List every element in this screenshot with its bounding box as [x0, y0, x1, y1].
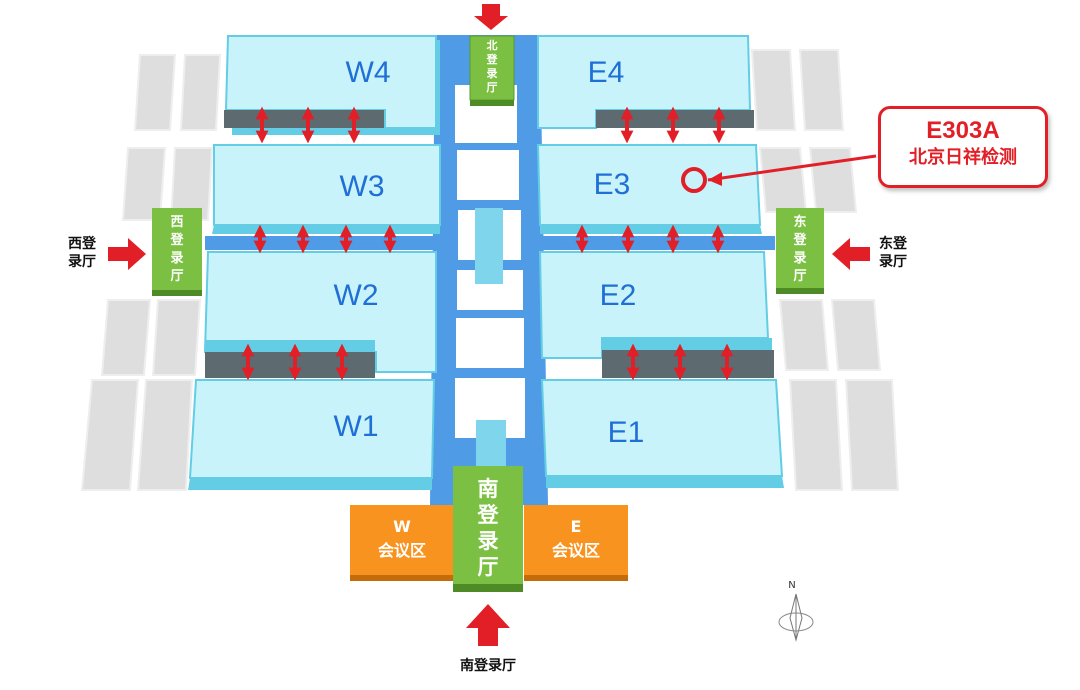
west-lobby-char-3: 录: [170, 251, 183, 266]
hall-e3-label: E3: [594, 168, 631, 201]
east-lobby-char-4: 厅: [793, 269, 806, 284]
north-lobby-char-2: 登: [486, 52, 499, 66]
north-entry-arrow: [474, 4, 508, 30]
east-lobby[interactable]: 东 登 录 厅: [776, 208, 824, 294]
outer-gray-blocks-east: [750, 49, 900, 491]
hall-w3-label: W3: [340, 170, 385, 203]
north-lobby-char-4: 厅: [487, 81, 498, 94]
south-entry: 南登录厅: [460, 604, 516, 674]
west-conference-line2: 会议区: [378, 541, 426, 560]
passage-arrows: [241, 106, 734, 381]
south-lobby-char-3: 录: [478, 529, 499, 553]
west-entry-label-1: 西登: [68, 235, 97, 252]
south-lobby-char-1: 南: [478, 477, 499, 501]
west-lobby-char-2: 登: [169, 232, 184, 248]
hall-w3[interactable]: W3: [212, 144, 441, 234]
west-conference-area[interactable]: W 会议区: [350, 505, 454, 581]
booth-number: E303A: [926, 117, 1000, 144]
east-lobby-char-3: 录: [793, 251, 806, 266]
west-lobby-char-1: 西: [170, 215, 183, 230]
east-conference-line2: 会议区: [552, 541, 600, 560]
booth-marker[interactable]: [681, 154, 877, 193]
hall-e4-label: E4: [588, 56, 625, 89]
east-entry: 东登 录厅: [832, 235, 908, 270]
north-lobby[interactable]: 北 登 录 厅: [469, 35, 515, 106]
south-lobby-char-4: 厅: [478, 555, 499, 579]
hall-w1-label: W1: [334, 410, 379, 443]
booth-callout: E303A 北京日祥检测: [878, 106, 1048, 188]
north-lobby-char-3: 录: [487, 67, 498, 80]
west-entry: 西登 录厅: [68, 235, 146, 270]
compass-rose: N: [778, 580, 814, 642]
booth-company: 北京日祥检测: [909, 147, 1017, 168]
hall-e2[interactable]: E2: [538, 251, 774, 378]
hall-w4[interactable]: W4: [224, 35, 440, 135]
north-lobby-char-1: 北: [487, 38, 498, 52]
east-conference-line1: E: [571, 517, 582, 536]
central-corridor: [205, 35, 775, 505]
south-lobby-char-2: 登: [477, 503, 500, 527]
hall-e1-label: E1: [608, 416, 645, 449]
hall-e4[interactable]: E4: [537, 35, 754, 129]
compass-north-label: N: [788, 580, 795, 591]
west-entry-label-2: 录厅: [68, 254, 96, 270]
east-lobby-char-1: 东: [793, 214, 806, 230]
south-lobby[interactable]: 南 登 录 厅: [453, 466, 523, 592]
west-lobby-char-4: 厅: [170, 269, 183, 284]
hall-e2-label: E2: [600, 279, 637, 312]
east-entry-label-2: 录厅: [879, 254, 907, 270]
outer-gray-blocks-west: [80, 54, 222, 491]
hall-w2[interactable]: W2: [203, 251, 437, 378]
south-entry-label: 南登录厅: [460, 657, 516, 674]
hall-e1[interactable]: E1: [540, 379, 784, 488]
west-conference-line1: W: [393, 517, 411, 536]
west-lobby[interactable]: 西 登 录 厅: [152, 208, 202, 296]
hall-e3[interactable]: E3: [536, 144, 762, 234]
hall-w4-label: W4: [346, 56, 391, 89]
hall-w1[interactable]: W1: [188, 379, 436, 490]
east-lobby-char-2: 登: [792, 232, 807, 248]
hall-w2-label: W2: [334, 279, 379, 312]
east-entry-label-1: 东登: [879, 235, 908, 252]
east-conference-area[interactable]: E 会议区: [524, 505, 628, 581]
